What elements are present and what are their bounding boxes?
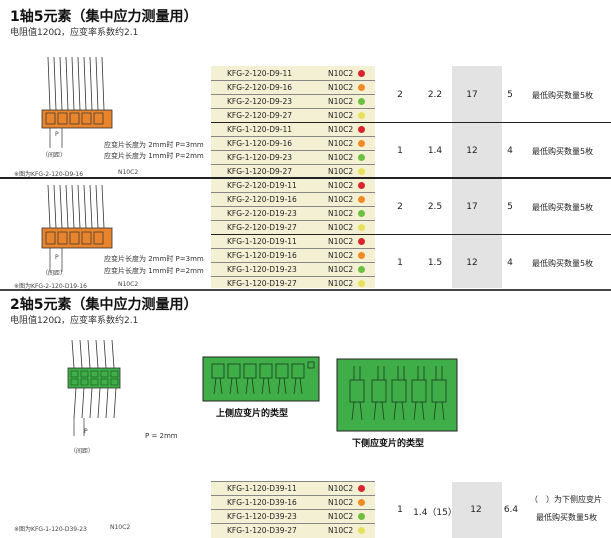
group3-v2: 1.5: [427, 258, 443, 268]
color-dot-icon: [358, 252, 365, 259]
color-dot-icon: [358, 527, 365, 534]
note-a1: 应变片长度为 2mm时 P=3mm: [104, 141, 204, 149]
caption-b: ※图为KFG-2-120-D19-16: [14, 283, 87, 290]
color-dot-icon: [358, 513, 365, 520]
group0-v1: 2: [397, 90, 403, 100]
s2-note: （ ）为下侧应变片: [530, 495, 602, 504]
p-note-2: P = 2mm: [145, 432, 178, 440]
section1-subtitle: 电阻值120Ω，应变率系数约2.1: [10, 28, 139, 38]
s2-v2: 1.4（15）: [413, 508, 457, 518]
note-a2: 应变片长度为 1mm时 P=2mm: [104, 152, 204, 160]
section1-title: 1轴5元素（集中应力测量用）: [10, 9, 198, 25]
group0-v2: 2.2: [427, 90, 443, 100]
group0-min: 最低购买数量5枚: [532, 91, 594, 100]
caption-a-code: N10C2: [118, 169, 139, 176]
group3-v4: 4: [507, 258, 513, 268]
lower-caption: 下侧应变片的类型: [352, 439, 425, 449]
upper-caption: 上侧应变片的类型: [216, 409, 289, 419]
group0-v4: 5: [507, 90, 513, 100]
p-label-2: P: [84, 428, 88, 435]
s2-v4: 6.4: [503, 505, 519, 515]
caption-2: ※图为KFG-1-120-D39-23: [14, 526, 87, 533]
caption-a: ※图为KFG-2-120-D9-16: [14, 171, 84, 178]
s2-v3: 12: [470, 505, 482, 515]
gauge-drawing-a: [41, 56, 113, 148]
gray-column-2: [452, 482, 502, 538]
group1-min: 最低购买数量5枚: [532, 147, 594, 156]
group2-v1: 2: [397, 202, 403, 212]
color-dot-icon: [358, 210, 365, 217]
section2-title: 2轴5元素（集中应力测量用）: [10, 297, 198, 313]
group2-v4: 5: [507, 202, 513, 212]
group1-v2: 1.4: [427, 146, 443, 156]
gauge-drawing-b: [41, 184, 113, 272]
color-dot-icon: [358, 84, 365, 91]
group1-v4: 4: [507, 146, 513, 156]
caption-2-code: N10C2: [110, 524, 131, 531]
group3-v1: 1: [397, 258, 403, 268]
color-dot-icon: [358, 154, 365, 161]
color-dot-icon: [358, 126, 365, 133]
group3-min: 最低购买数量5枚: [532, 259, 594, 268]
biaxial-gauge-drawing: [67, 339, 121, 436]
section2-subtitle: 电阻值120Ω，应变率系数约2.1: [10, 316, 139, 326]
color-dot-icon: [358, 499, 365, 506]
spacing-label-b: （间距）: [42, 270, 67, 277]
note-b2: 应变片长度为 1mm时 P=2mm: [104, 267, 204, 275]
color-dot-icon: [358, 238, 365, 245]
group1-v3: 12: [466, 146, 478, 156]
color-dot-icon: [358, 70, 365, 77]
color-dot-icon: [358, 196, 365, 203]
group2-min: 最低购买数量5枚: [532, 203, 594, 212]
color-dot-icon: [358, 224, 365, 231]
note-b1: 应变片长度为 2mm时 P=3mm: [104, 255, 204, 263]
group3-v3: 12: [466, 258, 478, 268]
s2-v1: 1: [397, 505, 403, 515]
color-dot-icon: [358, 140, 365, 147]
parts-table-background-2: [211, 482, 375, 538]
spacing-label-a: （间距）: [42, 152, 67, 159]
section-divider: [0, 289, 611, 291]
color-dot-icon: [358, 182, 365, 189]
color-dot-icon: [358, 98, 365, 105]
color-dot-icon: [358, 168, 365, 175]
caption-b-code: N10C2: [118, 281, 139, 288]
lower-gauge-type-drawing: [336, 358, 458, 432]
group2-v3: 17: [466, 202, 478, 212]
p-label-a: P: [55, 131, 59, 138]
upper-gauge-type-drawing: [202, 356, 320, 402]
color-dot-icon: [358, 485, 365, 492]
p-label-b: P: [55, 254, 59, 261]
spacing-label-2: （间距）: [70, 448, 95, 455]
color-dot-icon: [358, 280, 365, 287]
color-dot-icon: [358, 112, 365, 119]
s2-min: 最低购买数量5枚: [536, 513, 598, 522]
color-dot-icon: [358, 266, 365, 273]
group1-v1: 1: [397, 146, 403, 156]
group0-v3: 17: [466, 90, 478, 100]
group2-v2: 2.5: [427, 202, 443, 212]
